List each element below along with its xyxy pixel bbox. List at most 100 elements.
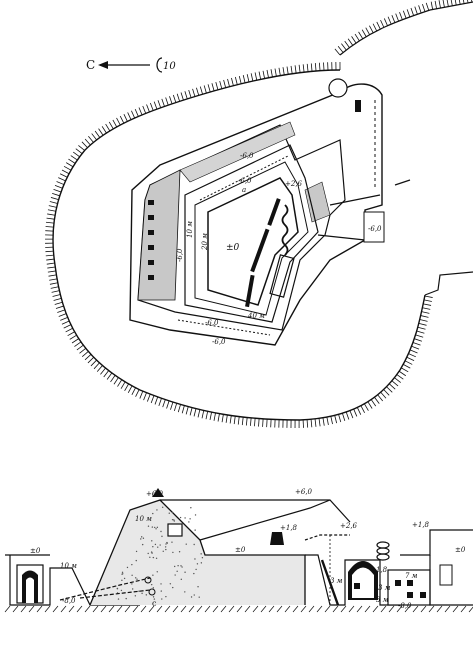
stipple-dot <box>174 520 175 521</box>
hatch-tick <box>64 166 71 170</box>
label-cell-3m: 3 м <box>376 596 389 604</box>
stipple-dot <box>131 564 132 565</box>
right-post <box>440 565 452 585</box>
hatch-tick <box>200 87 202 95</box>
hatch-tick <box>74 342 81 347</box>
hatch-tick <box>143 106 146 113</box>
stipple-dot <box>157 571 158 572</box>
hatch-tick <box>88 357 94 363</box>
hatch-tick <box>109 122 113 129</box>
hatch-tick <box>455 0 456 5</box>
ridge-line <box>340 2 473 55</box>
label-side-ditch-left: -6,0 <box>176 248 184 262</box>
hatch-tick <box>399 371 406 375</box>
ground-hatch-tick <box>421 606 426 612</box>
hatch-tick <box>58 178 65 181</box>
hatch-tick <box>234 416 235 424</box>
hatch-tick <box>418 327 426 329</box>
hatch-tick <box>422 4 425 12</box>
label-outer-ditch-south: -6,0 <box>212 338 226 346</box>
inner-court <box>208 178 298 305</box>
stipple-dot <box>143 538 144 539</box>
hatch-tick <box>54 298 62 300</box>
stipple-dot <box>161 598 162 599</box>
hatch-tick <box>70 335 77 339</box>
stipple-dot <box>179 551 180 552</box>
hatch-tick <box>174 403 176 411</box>
hatch-tick <box>55 302 63 304</box>
stipple-dot <box>141 593 142 594</box>
ground-hatch-tick <box>373 606 378 612</box>
stipple-dot <box>131 575 132 576</box>
hatch-tick <box>222 414 223 422</box>
hatch-tick <box>439 0 440 8</box>
stipple-dot <box>121 580 122 581</box>
hatch-tick <box>73 152 79 157</box>
hatch-tick <box>425 296 433 298</box>
ground-hatch-tick <box>93 606 98 612</box>
stipple-dot <box>155 528 156 529</box>
ground-hatch-tick <box>61 606 66 612</box>
ground-hatch-tick <box>325 606 330 612</box>
stipple-dot <box>127 567 128 568</box>
compass-tail <box>157 58 162 72</box>
hatch-tick <box>415 7 418 15</box>
ground-hatch-tick <box>445 606 450 612</box>
stipple-dot <box>161 536 162 537</box>
stipple-dot <box>135 577 136 578</box>
hatch-tick <box>410 350 417 353</box>
hatch-tick <box>339 414 341 422</box>
label-inner-ditch: -6,0 <box>238 177 252 185</box>
hatch-tick <box>348 39 353 46</box>
stipple-dot <box>162 507 163 508</box>
stipple-dot <box>181 579 182 580</box>
hatch-tick <box>132 388 136 395</box>
hatch-tick <box>202 410 204 418</box>
hatch-tick <box>291 66 292 74</box>
stipple-dot <box>152 513 153 514</box>
ground-hatch-tick <box>453 606 458 612</box>
compass-number: 10 <box>163 61 176 72</box>
stipple-dot <box>136 579 137 580</box>
rampart-profile <box>90 500 305 605</box>
hatch-tick <box>311 419 312 427</box>
label-right-ground: ±0 <box>455 546 466 554</box>
stipple-dot <box>157 527 158 528</box>
label-dim-20m: 20 м <box>201 233 209 251</box>
hatch-tick <box>271 69 272 77</box>
hatch-tick <box>307 420 308 428</box>
ground-hatch-tick <box>37 606 42 612</box>
hatch-tick <box>56 306 64 308</box>
hatch-tick <box>238 417 239 425</box>
hatch-tick <box>193 89 195 97</box>
hatch-tick <box>369 26 373 33</box>
rampart-casemate <box>168 524 182 536</box>
hatch-tick <box>102 126 106 133</box>
compass: C 10 <box>86 58 176 72</box>
hatch-tick <box>319 418 320 426</box>
hatch-tick <box>421 316 429 318</box>
label-small-a: а <box>242 186 246 194</box>
label-dim-40m: 40 м <box>247 312 265 320</box>
hatch-tick <box>52 291 60 293</box>
right-caponier-mass <box>305 182 330 222</box>
cross-section: c ±0 10 м - <box>5 488 473 612</box>
hatch-tick <box>396 14 399 21</box>
ground-hatch-tick <box>197 606 202 612</box>
hatch-tick <box>66 163 73 167</box>
hatch-tick <box>346 412 349 420</box>
ground-hatch-tick <box>221 606 226 612</box>
label-gate-ditch: -6,0 <box>368 225 382 233</box>
stipple-dot <box>159 544 160 545</box>
stipple-dot <box>172 512 173 513</box>
fort-plan: -6,0 -6,0 а +2,6 ±0 -6,0 20 м 10 м 40 м … <box>130 79 410 346</box>
label-left-ground: ±0 <box>30 547 41 555</box>
corner-post <box>355 100 361 112</box>
label-left-10m: 10 м <box>60 562 77 570</box>
stipple-dot <box>154 527 155 528</box>
hatch-tick <box>220 81 222 89</box>
hatch-tick <box>99 129 104 136</box>
hatch-tick <box>399 12 402 19</box>
ground-hatch-tick <box>245 606 250 612</box>
gallery-loophole-2 <box>407 580 413 586</box>
